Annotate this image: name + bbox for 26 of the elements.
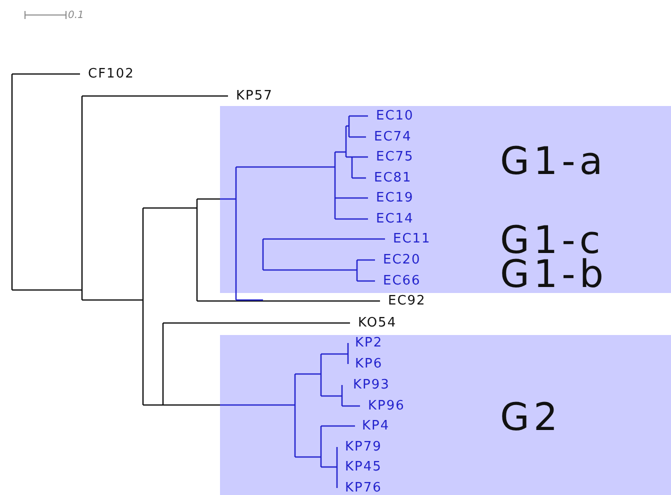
clade-band (220, 335, 671, 495)
taxon-label: EC92 (388, 294, 426, 308)
taxon-label: KO54 (358, 316, 397, 330)
taxon-label: EC74 (374, 130, 412, 144)
taxon-label: EC19 (376, 192, 414, 204)
taxon-label: KP2 (355, 336, 383, 350)
group-label: G2 (500, 398, 562, 436)
taxon-label: EC10 (376, 110, 414, 122)
taxon-label: KP76 (345, 482, 382, 494)
taxon-label: EC14 (376, 212, 414, 226)
taxon-label: KP45 (345, 460, 382, 474)
clade-band (220, 106, 671, 293)
taxon-label: KP93 (353, 378, 390, 392)
taxon-label: EC75 (376, 150, 414, 164)
taxon-label: KP6 (355, 358, 383, 370)
taxon-label: EC11 (393, 232, 431, 246)
taxon-label: KP96 (368, 400, 405, 412)
taxon-label: KP57 (236, 90, 273, 102)
taxon-label: EC20 (383, 254, 421, 266)
scale-value: 0.1 (68, 10, 84, 21)
taxon-label: EC66 (383, 274, 421, 288)
taxon-label: KP79 (345, 440, 382, 454)
taxon-label: EC81 (374, 172, 412, 184)
group-label: G1-a (500, 142, 607, 180)
taxon-label: CF102 (88, 68, 134, 80)
taxon-label: KP4 (362, 420, 390, 432)
